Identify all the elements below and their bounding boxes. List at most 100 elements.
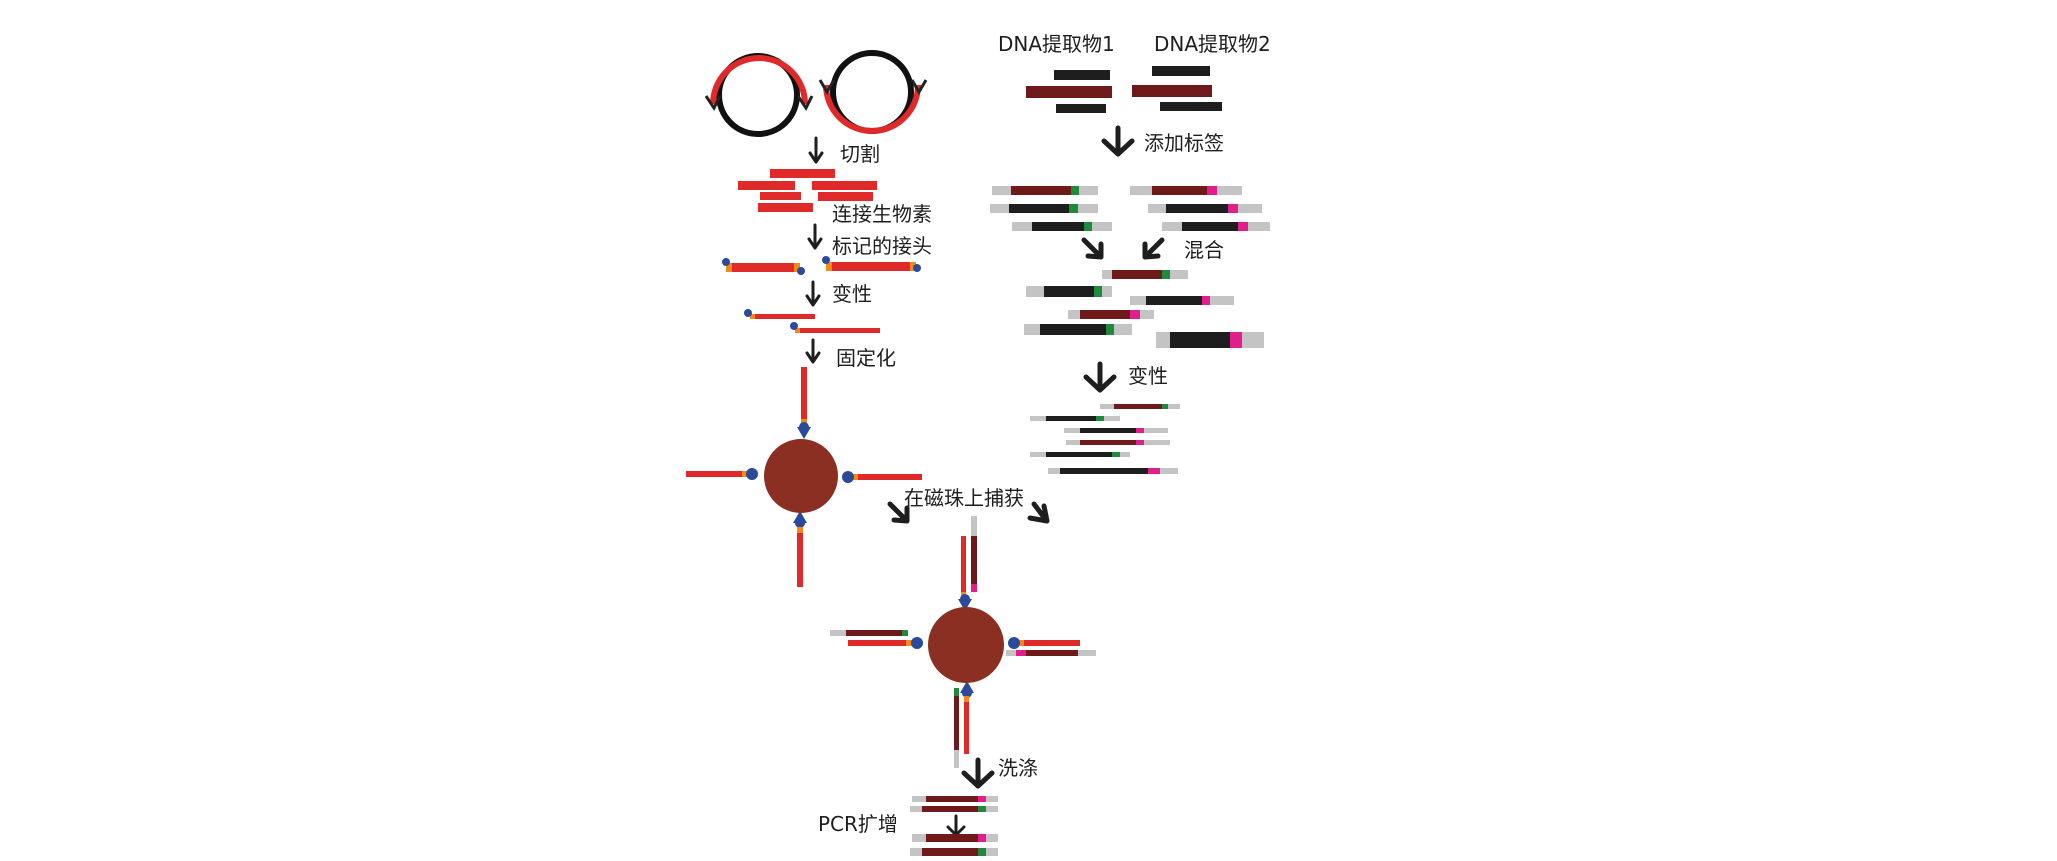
adapter [910,262,916,271]
label-add-tags: 添加标签 [1144,131,1224,155]
tag-green [902,630,908,636]
dna-black [1040,324,1106,335]
tag-gray [1006,650,1016,656]
dna-fragment-black [1056,104,1106,113]
dna-black [1166,204,1228,213]
arrow-ligate [807,223,823,250]
tag-gray [830,630,846,636]
biotin [842,471,854,483]
tag-pink [1228,204,1238,213]
cut-fragments [738,169,877,212]
captured-dna [922,848,978,856]
fragment [758,203,813,212]
dna-fragment-darkred [1132,85,1212,97]
arrow-pcr [946,814,966,837]
dna-black [1032,222,1084,231]
ligated-fragment [832,262,910,271]
captured-dna [846,630,902,636]
captured-dna [954,696,959,750]
dna-black [1046,452,1112,457]
circular-plasmids [704,50,928,137]
biotin [797,267,805,275]
biotin [822,256,830,264]
dna-black [1046,416,1096,421]
magnetic-bead [764,439,838,513]
dna-black [1009,204,1069,213]
single-stranded-dna [1030,404,1180,474]
tag-green [1106,324,1114,335]
ss-probe [800,328,880,333]
adapter [852,474,858,480]
tag-green [1096,416,1104,421]
arrow-cut [808,136,824,164]
arrow-denature-right [1083,361,1117,393]
plasmid-2-arrow-left [818,79,836,95]
single-stranded-probes [744,309,880,333]
captured-dna [926,834,978,842]
washed-fragments [910,796,998,812]
tag-green [1071,186,1079,195]
dna-fragment-darkred [1026,86,1112,98]
dna-darkred [1080,310,1130,319]
tag-pink [1136,440,1144,445]
captured-dna [926,796,978,802]
dna-extract-fragments [1026,66,1222,113]
arrow-mix-left [1081,237,1104,260]
captured-dna [971,536,977,584]
arrow-immobilize [805,338,821,364]
label-denature-left: 变性 [832,282,872,306]
arrow-capture-right [1027,501,1050,524]
tag-pink [1202,296,1210,305]
bead-probe [848,640,906,646]
bead-probe-right [858,474,922,480]
adapter [906,640,912,646]
tag-pink [978,834,986,842]
bead-probe-top [801,367,807,419]
plasmid-1-red-arc [710,55,808,105]
label-denature-right: 变性 [1128,364,1168,388]
biotin [913,264,921,272]
label-ligate-line2: 标记的接头 [832,234,932,258]
tag-pink [978,796,986,802]
tag-green [1112,452,1120,457]
dna-darkred [1112,270,1162,279]
arrow-capture-left [887,501,910,524]
ss-probe [755,314,815,319]
label-wash: 洗涤 [998,756,1038,780]
tag-pink [1016,650,1026,656]
adapter [794,263,800,272]
adapter [826,262,832,271]
captured-dna [922,806,978,812]
adapter [742,471,748,477]
bead-probe [961,536,966,592]
dna-darkred [1114,404,1162,409]
biotin [1008,637,1020,649]
tag-pink [971,584,977,592]
arrow-mix-right [1142,237,1165,260]
fragment [760,192,801,200]
tag-green [978,848,986,856]
arrow-wash [961,757,995,789]
tag-pink [1230,332,1242,348]
tag-pink [1238,222,1248,231]
tag-green [1162,404,1168,409]
plasmid-2-red-arc [823,84,921,134]
label-cut: 切割 [840,142,880,166]
adapter [1018,640,1024,646]
bead-probe-bottom [797,533,803,587]
biotin [744,309,752,317]
label-extract2: DNA提取物2 [1154,32,1271,56]
arrow-add-tags [1101,125,1135,157]
biotin [911,637,923,649]
dna-black [1044,286,1094,297]
tag-gray [1078,650,1096,656]
dna-darkred [1080,440,1136,445]
mixed-fragments [1024,270,1264,348]
label-mix: 混合 [1184,238,1224,262]
captured-dna [1026,650,1078,656]
adapter [726,263,732,272]
tag-green [1069,204,1078,213]
label-ligate-line1: 连接生物素 [832,202,932,226]
fragment [770,169,835,178]
arrow-denature-left [805,280,821,307]
